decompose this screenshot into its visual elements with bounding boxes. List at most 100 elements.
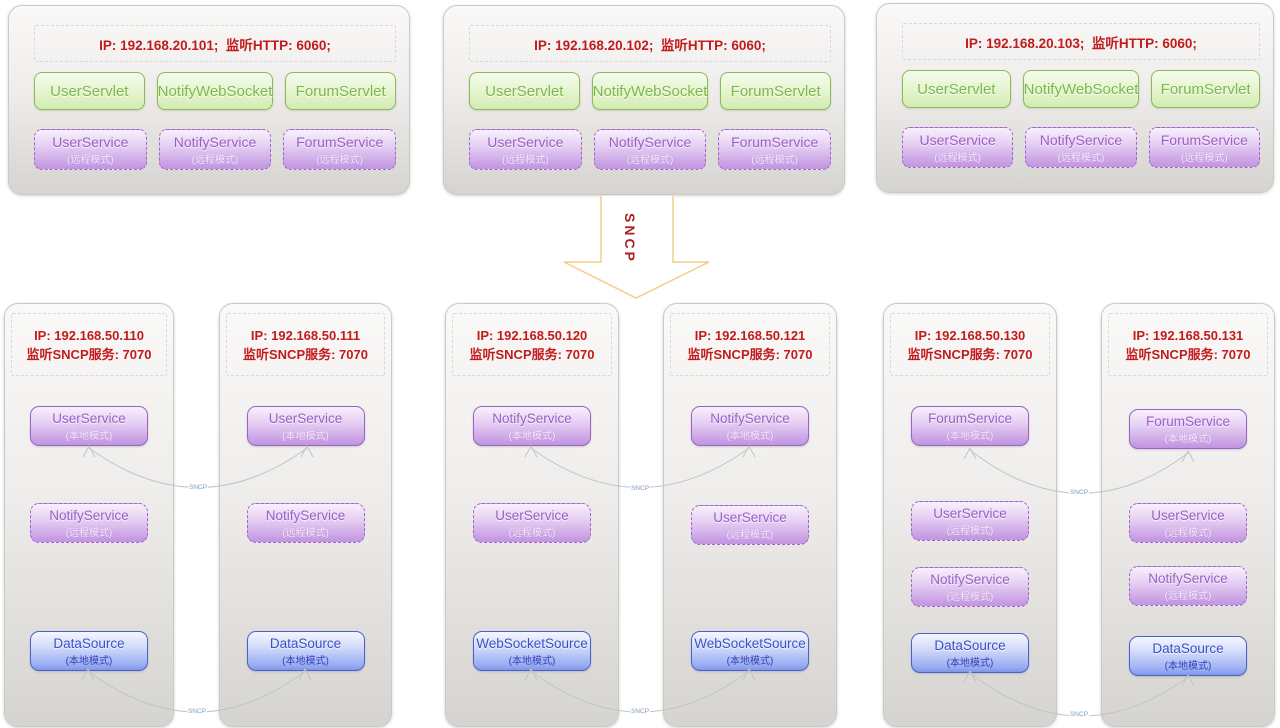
service-box-forumservice-local: ForumService (本地模式) [1129, 409, 1247, 449]
service-name: NotifyService [49, 507, 129, 523]
source-name: DataSource [1152, 640, 1224, 656]
source-box-datasource-local: DataSource (本地模式) [30, 631, 148, 671]
service-name: ForumService [1160, 131, 1248, 148]
sncp-arrow-label: SNCP [622, 213, 638, 264]
servlet-box-notifywebsocket: NotifyWebSocket [1022, 70, 1140, 108]
service-name: ForumService [927, 410, 1013, 426]
service-row: UserService (远程模式) NotifyService (远程模式) … [469, 129, 832, 170]
service-name: NotifyService [1148, 570, 1228, 586]
ip-line2: 监听SNCP服务: 7070 [907, 346, 1033, 362]
servlet-label: ForumServlet [730, 82, 821, 100]
servlet-box-forumservlet: ForumServlet [285, 72, 396, 110]
ip-line2: 监听SNCP服务: 7070 [243, 346, 368, 362]
ip-banner: IP: 192.168.20.103; 监听HTTP: 6060; [902, 23, 1260, 60]
service-box-userservice-remote: UserService (远程模式) [1129, 503, 1247, 543]
servlet-label: NotifyWebSocket [592, 82, 708, 100]
ip-line1: IP: 192.168.50.120 [476, 327, 588, 343]
source-box-websocketsource-local: WebSocketSource (本地模式) [691, 631, 809, 671]
ip-banner: IP: 192.168.20.101; 监听HTTP: 6060; [34, 25, 396, 62]
service-name: NotifyService [492, 410, 572, 426]
ip-line1: IP: 192.168.50.131 [1132, 327, 1244, 343]
service-name: NotifyService [710, 410, 790, 426]
source-mode: (本地模式) [508, 655, 556, 667]
servlet-box-notifywebsocket: NotifyWebSocket [156, 72, 274, 110]
service-mode: (远程模式) [751, 154, 799, 166]
ip-banner: IP: 192.168.50.111 监听SNCP服务: 7070 [226, 313, 385, 376]
service-mode: (远程模式) [67, 154, 114, 166]
servlet-label: ForumServlet [295, 82, 386, 100]
service-name: NotifyService [608, 133, 692, 150]
service-name: NotifyService [1039, 131, 1123, 148]
ip-text: IP: 192.168.20.101; 监听HTTP: 6060; [99, 37, 331, 53]
http-server-box-3: IP: 192.168.20.103; 监听HTTP: 6060; UserSe… [876, 3, 1274, 193]
service-box-userservice-local: UserService (本地模式) [30, 406, 148, 446]
service-name: UserService [487, 133, 564, 150]
servlet-row: UserServlet NotifyWebSocket ForumServlet [34, 72, 396, 110]
servlet-label: UserServlet [917, 80, 996, 98]
ip-banner: IP: 192.168.50.120 监听SNCP服务: 7070 [452, 313, 612, 376]
service-box-userservice-remote: UserService (远程模式) [469, 129, 582, 170]
service-mode: (远程模式) [282, 527, 329, 539]
service-mode: (远程模式) [626, 154, 674, 166]
connector-label: SNCP [631, 708, 649, 715]
service-row: UserService (远程模式) NotifyService (远程模式) … [34, 129, 397, 170]
service-name: UserService [495, 507, 569, 523]
service-box-notifyservice-remote: NotifyService (远程模式) [30, 503, 148, 543]
service-name: UserService [268, 410, 343, 426]
service-box-userservice-remote: UserService (远程模式) [691, 505, 809, 545]
sncp-node-box-111: IP: 192.168.50.111 监听SNCP服务: 7070 UserSe… [219, 303, 392, 727]
servlet-row: UserServlet NotifyWebSocket ForumServlet [469, 72, 831, 110]
servlet-row: UserServlet NotifyWebSocket ForumServlet [902, 70, 1260, 108]
service-mode: (本地模式) [726, 430, 774, 442]
connector-label: SNCP [189, 484, 207, 491]
source-box-datasource-local: DataSource (本地模式) [246, 631, 365, 671]
source-name: DataSource [269, 635, 342, 651]
connector-label-bg [1069, 488, 1089, 495]
source-box-datasource-local: DataSource (本地模式) [1129, 636, 1247, 676]
source-name: WebSocketSource [694, 635, 806, 651]
service-mode: (远程模式) [65, 527, 113, 539]
servlet-box-userservlet: UserServlet [902, 70, 1011, 108]
service-mode: (远程模式) [946, 591, 994, 603]
ip-line2: 监听SNCP服务: 7070 [1125, 346, 1251, 362]
service-box-userservice-remote: UserService (远程模式) [473, 503, 591, 543]
service-name: NotifyService [173, 133, 257, 150]
sncp-node-box-110: IP: 192.168.50.110 监听SNCP服务: 7070 UserSe… [4, 303, 174, 727]
servlet-box-notifywebsocket: NotifyWebSocket [591, 72, 709, 110]
servlet-box-forumservlet: ForumServlet [1151, 70, 1260, 108]
service-name: UserService [1151, 507, 1225, 523]
connector-label-bg [187, 707, 207, 714]
sncp-node-box-131: IP: 192.168.50.131 监听SNCP服务: 7070 ForumS… [1101, 303, 1275, 727]
service-name: UserService [919, 131, 996, 148]
connector-label-bg [630, 707, 650, 714]
servlet-label: ForumServlet [1160, 80, 1251, 98]
service-box-notifyservice-remote: NotifyService (远程模式) [911, 567, 1029, 607]
service-box-notifyservice-remote: NotifyService (远程模式) [1025, 127, 1137, 168]
servlet-box-forumservlet: ForumServlet [720, 72, 831, 110]
sncp-node-box-130: IP: 192.168.50.130 监听SNCP服务: 7070 ForumS… [883, 303, 1057, 727]
service-box-forumservice-remote: ForumService (远程模式) [283, 129, 397, 170]
ip-banner: IP: 192.168.50.110 监听SNCP服务: 7070 [11, 313, 167, 376]
service-box-userservice-remote: UserService (远程模式) [34, 129, 147, 170]
service-box-forumservice-local: ForumService (本地模式) [911, 406, 1029, 446]
connector-label-bg [630, 484, 650, 491]
connector-label: SNCP [631, 485, 649, 492]
service-name: ForumService [1145, 413, 1231, 429]
service-box-notifyservice-remote: NotifyService (远程模式) [593, 129, 707, 170]
service-name: UserService [713, 509, 787, 525]
service-mode: (本地模式) [946, 430, 994, 442]
connector-label: SNCP [1070, 711, 1088, 718]
service-box-forumservice-remote: ForumService (远程模式) [1148, 127, 1260, 168]
ip-text: IP: 192.168.20.102; 监听HTTP: 6060; [534, 37, 766, 53]
ip-line2: 监听SNCP服务: 7070 [26, 346, 152, 362]
source-mode: (本地模式) [282, 655, 329, 667]
service-mode: (远程模式) [508, 527, 556, 539]
sncp-node-box-121: IP: 192.168.50.121 监听SNCP服务: 7070 Notify… [663, 303, 837, 727]
service-name: NotifyService [930, 571, 1010, 587]
ip-banner: IP: 192.168.50.121 监听SNCP服务: 7070 [670, 313, 830, 376]
source-mode: (本地模式) [65, 655, 113, 667]
ip-line2: 监听SNCP服务: 7070 [687, 346, 813, 362]
ip-banner: IP: 192.168.20.102; 监听HTTP: 6060; [469, 25, 831, 62]
servlet-box-userservlet: UserServlet [34, 72, 145, 110]
